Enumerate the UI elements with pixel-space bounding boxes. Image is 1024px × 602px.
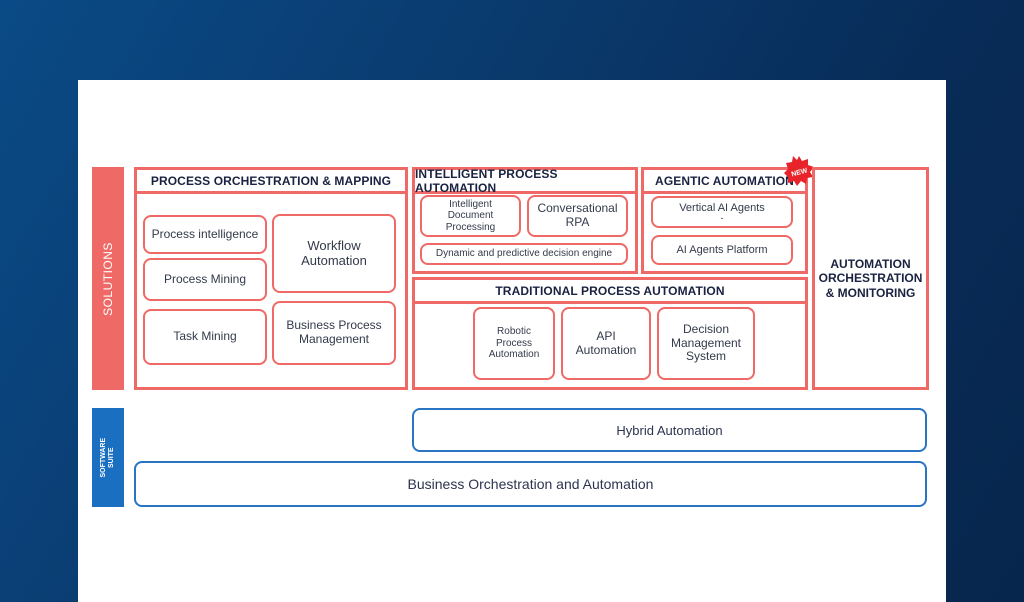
process-intelligence-item: Process intelligence bbox=[143, 215, 267, 254]
process-mining-item: Process Mining bbox=[143, 258, 267, 301]
task-mining-item: Task Mining bbox=[143, 309, 267, 365]
solutions-side-label: SOLUTIONS bbox=[92, 167, 124, 390]
business-orchestration-bar: Business Orchestration and Automation bbox=[134, 461, 927, 507]
process-orchestration-title: PROCESS ORCHESTRATION & MAPPING bbox=[137, 170, 405, 194]
decision-engine-item: Dynamic and predictive decision engine bbox=[420, 243, 628, 265]
intelligent-process-automation-panel: INTELLIGENT PROCESS AUTOMATION bbox=[412, 167, 638, 274]
intelligent-process-automation-title: INTELLIGENT PROCESS AUTOMATION bbox=[415, 167, 635, 195]
automation-orchestration-panel: AUTOMATION ORCHESTRATION & MONITORING bbox=[812, 167, 929, 390]
new-badge: NEW bbox=[784, 156, 814, 186]
solutions-label: SOLUTIONS bbox=[101, 241, 116, 316]
new-starburst-icon: NEW bbox=[784, 156, 814, 186]
traditional-process-automation-panel: TRADITIONAL PROCESS AUTOMATION bbox=[412, 277, 808, 390]
agentic-automation-panel: AGENTIC AUTOMATION bbox=[641, 167, 808, 274]
vertical-ai-agents-label: Vertical AI Agents bbox=[679, 201, 765, 214]
ai-agents-platform-item: AI Agents Platform bbox=[651, 235, 793, 265]
new-badge-label: NEW bbox=[791, 167, 809, 178]
api-automation-item: API Automation bbox=[561, 307, 651, 380]
decision-management-system-item: Decision Management System bbox=[657, 307, 755, 380]
vertical-ai-agents-marker: - bbox=[720, 213, 724, 224]
robotic-process-automation-item: Robotic Process Automation bbox=[473, 307, 555, 380]
agentic-automation-title: AGENTIC AUTOMATION bbox=[644, 170, 805, 194]
conversational-rpa-item: Conversational RPA bbox=[527, 195, 628, 237]
process-orchestration-panel: PROCESS ORCHESTRATION & MAPPING bbox=[134, 167, 408, 390]
traditional-process-automation-title: TRADITIONAL PROCESS AUTOMATION bbox=[415, 280, 805, 304]
business-process-management-item: Business Process Management bbox=[272, 301, 396, 365]
vertical-ai-agents-item: Vertical AI Agents - bbox=[651, 196, 793, 228]
automation-orchestration-title: AUTOMATION ORCHESTRATION & MONITORING bbox=[818, 256, 923, 300]
hybrid-automation-bar: Hybrid Automation bbox=[412, 408, 927, 452]
intelligent-document-processing-item: Intelligent Document Processing bbox=[420, 195, 521, 237]
workflow-automation-item: Workflow Automation bbox=[272, 214, 396, 293]
